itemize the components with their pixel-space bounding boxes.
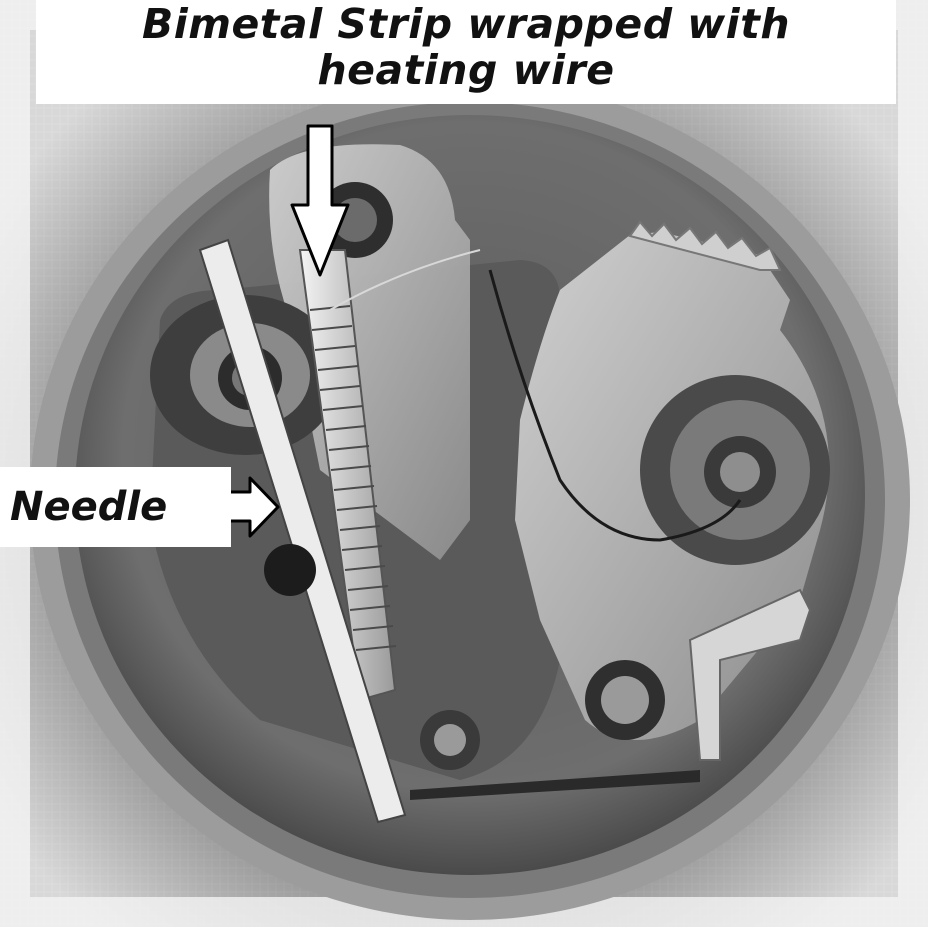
arrow-right-icon: [226, 476, 280, 538]
title-line-1: Bimetal Strip wrapped with: [141, 0, 791, 48]
title-line-2: heating wire: [317, 45, 615, 94]
needle-label: Needle: [0, 467, 231, 547]
title-label: Bimetal Strip wrapped with heating wire: [36, 0, 896, 104]
arrow-down-icon: [290, 124, 350, 277]
